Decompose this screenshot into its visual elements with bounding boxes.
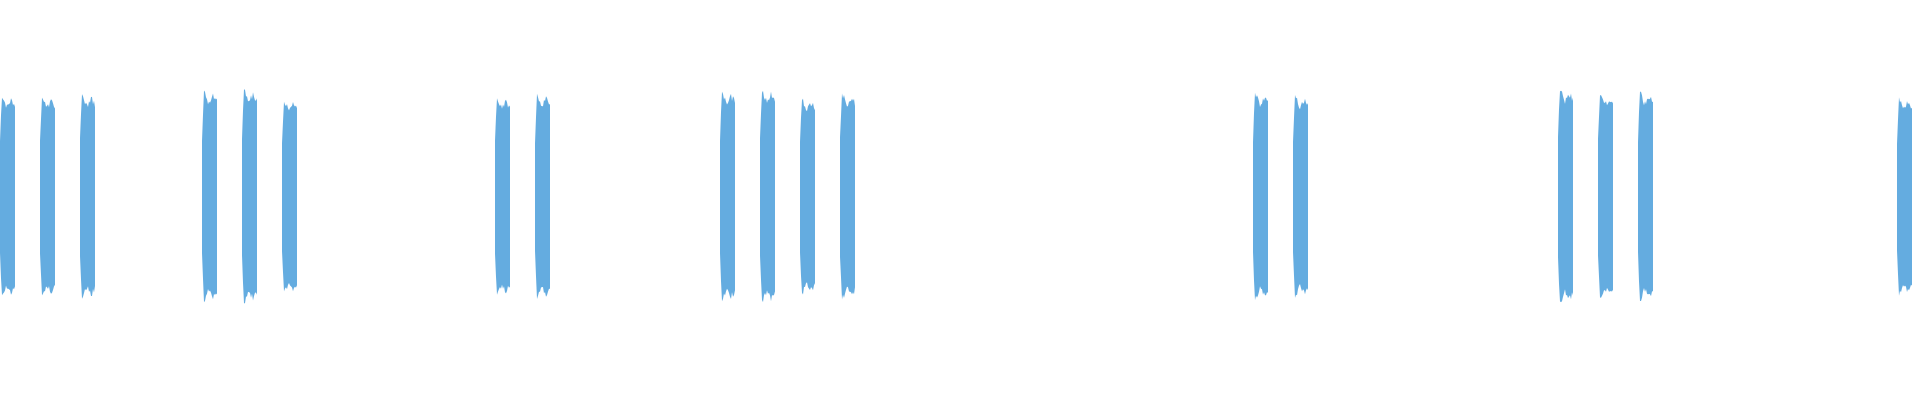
waveform-burst: [242, 89, 257, 304]
waveform-burst: [202, 90, 217, 303]
waveform-burst: [760, 90, 775, 303]
waveform-burst: [800, 98, 815, 295]
waveform-burst: [495, 98, 510, 295]
waveform-burst: [840, 93, 855, 300]
waveform-burst: [1558, 90, 1573, 303]
waveform-burst: [1598, 95, 1613, 298]
waveform-burst: [1253, 92, 1268, 301]
waveform-burst: [535, 93, 550, 299]
waveform-burst: [1293, 95, 1308, 298]
waveform-burst: [40, 97, 55, 296]
waveform-burst: [282, 101, 297, 292]
waveform-burst: [1897, 97, 1912, 296]
waveform-burst: [720, 91, 735, 302]
waveform-burst: [0, 97, 15, 296]
waveform-burst: [80, 94, 95, 299]
waveform-burst: [1638, 91, 1653, 301]
